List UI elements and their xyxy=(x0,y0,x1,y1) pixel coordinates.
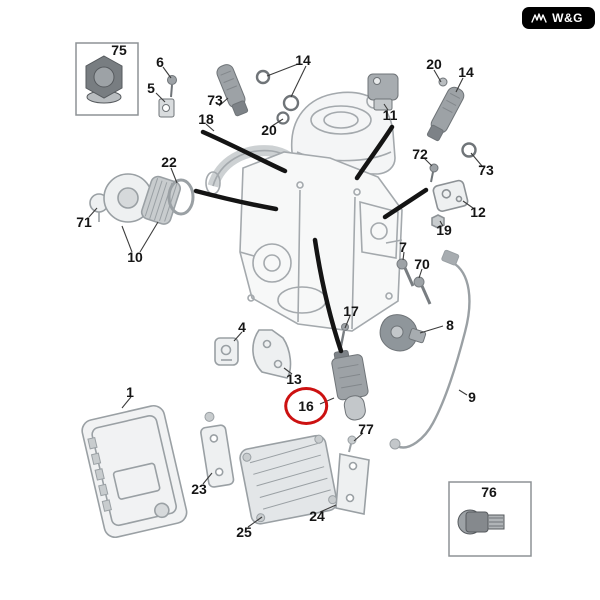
module-25-drawing xyxy=(239,434,338,525)
bracket-24-drawing xyxy=(335,435,370,515)
brand-text: W&G xyxy=(552,11,583,25)
wiring-harness-drawing xyxy=(389,249,471,450)
bracket-4-drawing xyxy=(214,337,239,366)
bolt-7-70-drawing xyxy=(396,258,432,305)
ignition-coil-drawing xyxy=(331,350,369,421)
blower-motor-drawing xyxy=(89,173,195,225)
engine-block-drawing xyxy=(205,91,403,332)
nut-75-drawing xyxy=(85,55,123,104)
thin-leader-lines xyxy=(88,63,483,528)
cam-sensor-drawing xyxy=(379,314,427,352)
ecu-drawing xyxy=(81,404,188,539)
map-sensor-drawing xyxy=(367,73,399,111)
bracket-12-drawing xyxy=(431,179,469,229)
brand-badge: W&G xyxy=(522,7,595,29)
bracket-13-drawing xyxy=(252,329,292,379)
bracket-23-drawing xyxy=(200,411,235,488)
solenoid-valve-left-drawing xyxy=(158,64,300,125)
wg-logo-icon xyxy=(531,12,547,23)
bold-leader-lines xyxy=(193,124,429,354)
solenoid-valve-right-drawing xyxy=(426,77,477,183)
sensor-76-drawing xyxy=(457,509,505,535)
